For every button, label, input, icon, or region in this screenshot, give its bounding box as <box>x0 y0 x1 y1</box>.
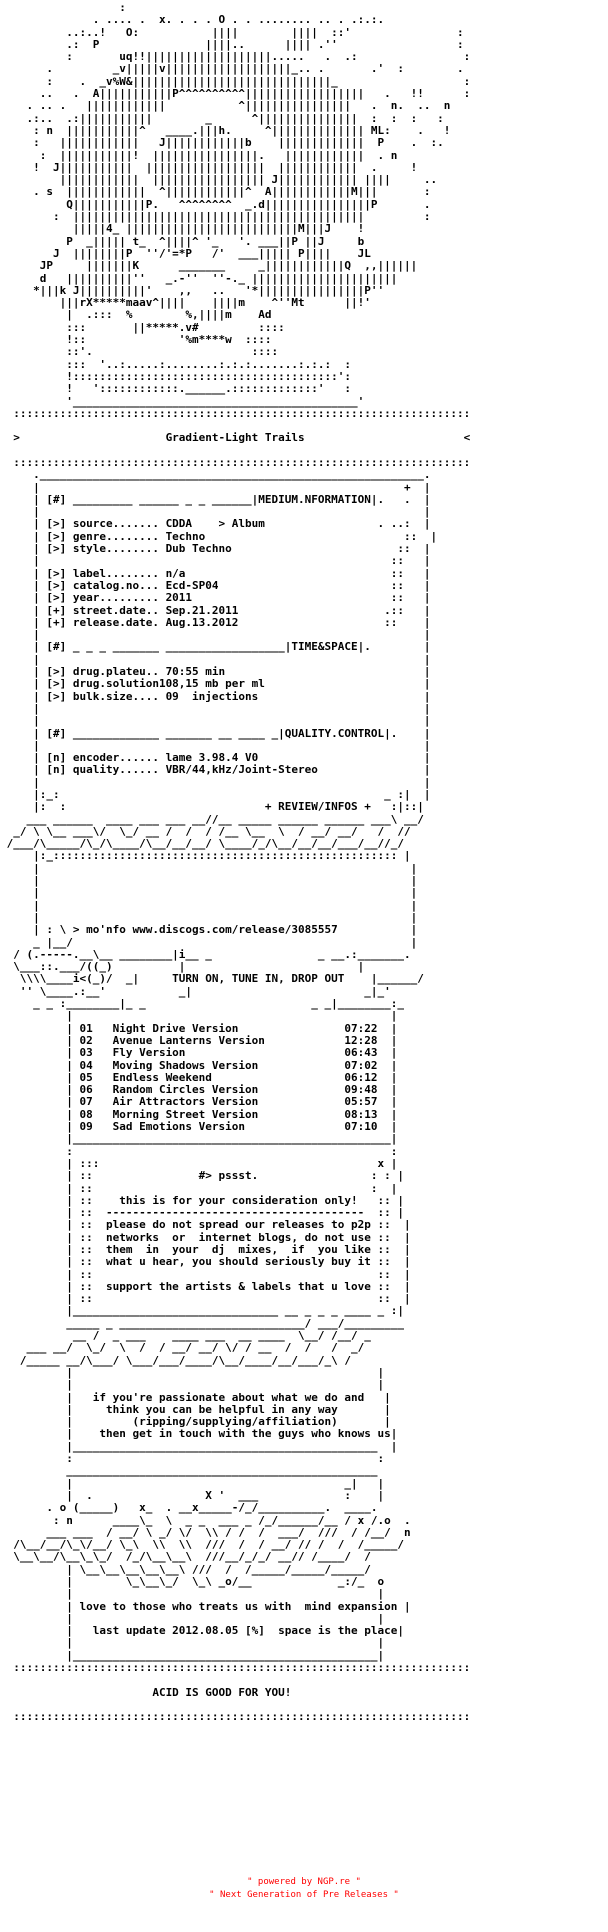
nfo-text: : . .... . x. . . . O . . ........ .. . … <box>6 1 471 1724</box>
footer-powered-by: " powered by NGP.re " <box>247 1877 361 1887</box>
footer: " powered by NGP.re " " Next Generation … <box>0 1876 608 1902</box>
footer-tagline: " Next Generation of Pre Releases " <box>209 1890 399 1900</box>
